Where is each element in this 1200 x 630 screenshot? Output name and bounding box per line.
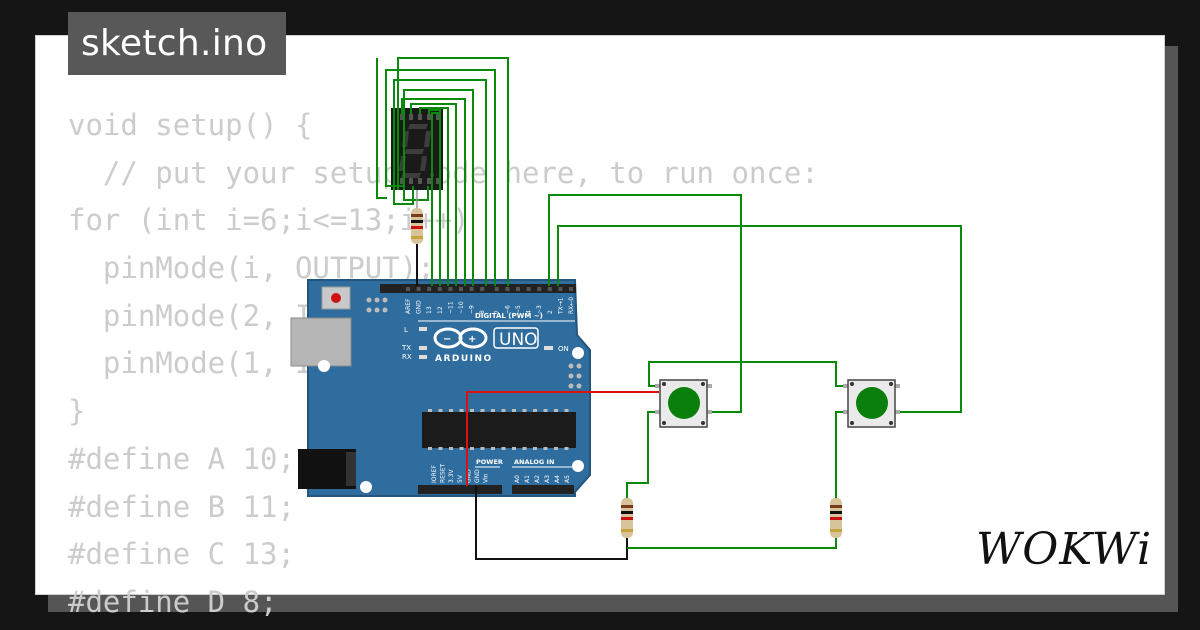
display-resistor[interactable]	[411, 190, 423, 286]
digital-pin[interactable]	[526, 287, 531, 291]
digital-pin[interactable]	[469, 287, 474, 291]
code-line: #define B 11;	[68, 489, 295, 524]
digital-pin[interactable]	[558, 287, 563, 291]
power-pin-label: 5V	[457, 474, 464, 483]
digital-pin[interactable]	[547, 287, 552, 291]
digital-header-label: DIGITAL (PWM ~)	[475, 312, 543, 320]
svg-text:−: −	[443, 334, 451, 345]
digital-pin-label: 7	[494, 310, 501, 314]
digital-pin-label: 2	[547, 310, 554, 314]
code-line: for (int i=6;i<=13;i++)	[68, 203, 470, 238]
digital-pin[interactable]	[537, 287, 542, 291]
seven-segment-display[interactable]	[391, 108, 443, 190]
code-line: }	[68, 394, 86, 429]
code-line: #define C 13;	[68, 537, 295, 572]
digital-pin-label: ~9	[469, 305, 476, 314]
power-pin-label: IOREF	[431, 465, 438, 483]
wokwi-logo: WOKWi	[976, 524, 1153, 575]
digital-pin-label: ~11	[447, 301, 454, 314]
analog-pin-label: A3	[544, 475, 551, 483]
analog-pin-label: A5	[564, 475, 571, 483]
digital-pin[interactable]	[437, 287, 442, 291]
digital-pin[interactable]	[427, 287, 432, 291]
digital-pin-label: GND	[416, 300, 423, 314]
analog-label: ANALOG IN	[514, 458, 554, 466]
arduino-infinity-logo: − +	[433, 327, 488, 349]
digital-pin-label: RX←0	[568, 297, 575, 314]
push-button-1[interactable]	[655, 379, 712, 428]
pulldown-resistor-2[interactable]	[830, 498, 842, 538]
digital-pin[interactable]	[416, 287, 421, 291]
led-rx-label: RX	[402, 353, 412, 361]
digital-pin[interactable]	[406, 287, 410, 291]
analog-header	[512, 485, 574, 494]
digital-pin-label: 8	[479, 310, 486, 314]
digital-pin[interactable]	[516, 287, 520, 291]
power-pin-label: 3.3V	[448, 468, 455, 483]
digital-pin[interactable]	[569, 287, 573, 291]
code-line: #define A 10;	[68, 441, 295, 476]
digital-pin[interactable]	[505, 287, 510, 291]
led-l	[419, 327, 427, 331]
analog-pin-label: A2	[534, 475, 541, 483]
digital-pin-label: ~5	[515, 305, 522, 314]
digital-pin-label: 4	[526, 310, 533, 314]
board-brand-label: ARDUINO	[435, 354, 493, 364]
code-line: // put your setup code here, to run once…	[68, 155, 819, 190]
analog-pin-label: A0	[514, 475, 521, 483]
usb-port	[290, 317, 352, 367]
digital-pin[interactable]	[480, 287, 485, 291]
power-label: POWER	[476, 458, 503, 466]
digital-pin-label: ~3	[536, 305, 543, 314]
digital-pin-label: 12	[437, 306, 444, 314]
sketch-file-tab[interactable]: sketch.ino	[68, 12, 286, 75]
board-model-label: UNO	[499, 330, 538, 350]
digital-pin-label: TX→1	[557, 297, 564, 315]
led-l-label: L	[404, 326, 408, 334]
power-pin-label: RESET	[440, 463, 447, 483]
led-rx	[419, 355, 427, 359]
power-pin-label: GND	[465, 469, 472, 483]
project-card[interactable]: void setup() { // put your setup code he…	[35, 35, 1165, 619]
digital-pin[interactable]	[459, 287, 463, 291]
analog-pin-label: A1	[524, 475, 531, 483]
digital-pin-label: AREF	[405, 298, 412, 314]
digital-pin[interactable]	[448, 287, 453, 291]
power-pin-label: Vin	[483, 473, 490, 483]
digital-pin-label: ~6	[504, 305, 511, 314]
led-tx-label: TX	[401, 344, 411, 352]
microcontroller-chip	[422, 412, 576, 448]
analog-pin-label: A4	[554, 475, 561, 483]
digital-pin[interactable]	[494, 287, 499, 291]
led-on-label: ON	[558, 345, 569, 353]
code-line: void setup() {	[68, 108, 313, 142]
digital-pin-label: 13	[426, 306, 433, 314]
pulldown-resistor-1[interactable]	[621, 498, 633, 538]
digital-header	[380, 284, 576, 293]
display-wires	[376, 57, 509, 286]
code-line: #define D 8;	[68, 584, 278, 619]
power-header	[418, 485, 502, 494]
power-pin-label: GND	[474, 469, 481, 483]
svg-text:+: +	[468, 334, 476, 345]
digital-pin-label: ~10	[458, 301, 465, 314]
led-tx	[419, 346, 427, 350]
led-on	[544, 346, 553, 350]
push-button-2[interactable]	[843, 379, 900, 428]
